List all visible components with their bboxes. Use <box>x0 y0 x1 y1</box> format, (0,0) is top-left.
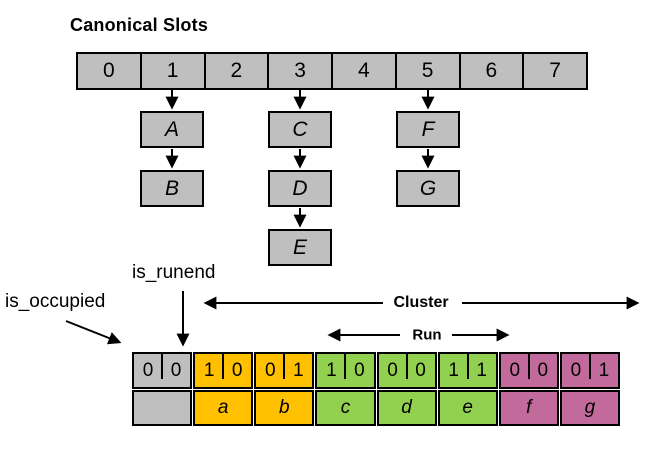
is-occupied-bit-slot-2: 0 <box>264 359 276 381</box>
canonical-slot-5: 5 <box>396 54 461 88</box>
diagram-title: Canonical Slots <box>70 15 209 35</box>
is-runend-bit-slot-3: 0 <box>354 359 365 381</box>
is-occupied-bit-slot-0: 0 <box>142 359 154 381</box>
bit-pair-divider <box>588 354 591 380</box>
bit-pair-divider <box>161 354 164 380</box>
cluster-label: Cluster <box>391 294 451 312</box>
canonical-slot-2: 2 <box>205 54 270 88</box>
is-occupied-bit-slot-1: 1 <box>203 359 215 381</box>
remainder-cell-empty <box>132 390 193 426</box>
remainder-cell-c: c <box>315 390 376 426</box>
remainder-cell-d: d <box>376 390 437 426</box>
chain-box-D: D <box>268 170 332 207</box>
remainder-cell-b: b <box>254 390 315 426</box>
is-occupied-bit-slot-7: 0 <box>570 359 582 381</box>
remainder-cell-e: e <box>437 390 498 426</box>
run-label: Run <box>410 326 444 344</box>
is-runend-bit-slot-6: 0 <box>537 359 549 381</box>
chain-box-C: C <box>268 111 332 148</box>
is-occupied-bit-slot-6: 0 <box>509 359 521 381</box>
is-occupied-bit-slot-4: 0 <box>387 359 398 381</box>
chain-box-B: B <box>140 170 204 207</box>
canonical-slot-3: 3 <box>269 54 333 88</box>
remainder-cell-a: a <box>193 390 254 426</box>
is-runend-bit-slot-2: 1 <box>293 359 304 381</box>
chain-box-F: F <box>396 111 460 148</box>
bit-pair-divider <box>527 354 530 380</box>
bit-pair-divider <box>222 354 225 380</box>
canonical-slot-4: 4 <box>333 54 397 88</box>
is-runend-bit-slot-7: 1 <box>598 359 610 381</box>
is-occupied-bit-slot-5: 1 <box>448 359 459 381</box>
bit-pair-divider <box>405 354 408 380</box>
is-runend-bit-slot-1: 0 <box>231 359 243 381</box>
chain-box-E: E <box>268 229 332 266</box>
canonical-slot-7: 7 <box>524 54 586 88</box>
canonical-slot-1: 1 <box>141 54 206 88</box>
canonical-slot-6: 6 <box>460 54 525 88</box>
canonical-slot-0: 0 <box>78 54 142 88</box>
is-runend-bit-slot-5: 1 <box>476 359 487 381</box>
bit-pair-divider <box>283 354 286 380</box>
bit-pair-divider <box>466 354 469 380</box>
remainder-cell-g: g <box>559 390 620 426</box>
is-occupied-arrow <box>65 320 122 345</box>
chain-box-G: G <box>396 170 460 207</box>
chain-box-A: A <box>140 111 204 148</box>
remainder-cell-f: f <box>498 390 559 426</box>
is-runend-bit-slot-4: 0 <box>415 359 426 381</box>
is-runend-label: is_runend <box>132 262 216 283</box>
is-occupied-bit-slot-3: 1 <box>326 359 337 381</box>
is-runend-bit-slot-0: 0 <box>170 359 182 381</box>
is-occupied-label: is_occupied <box>5 291 106 312</box>
bit-pair-divider <box>344 354 347 380</box>
